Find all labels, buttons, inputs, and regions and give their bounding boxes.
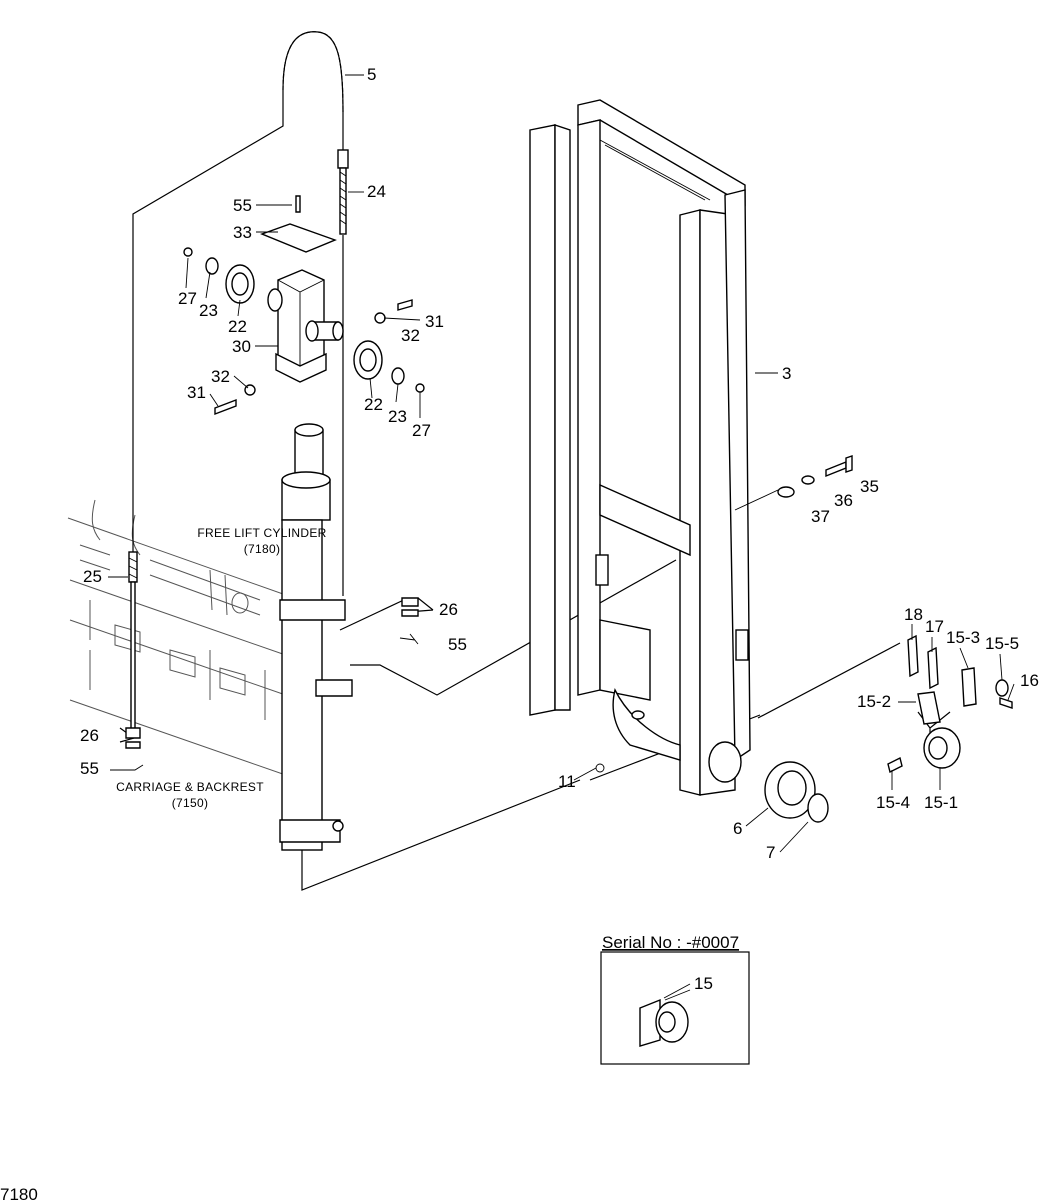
callout-6: 6	[733, 819, 742, 838]
callout-35: 35	[860, 477, 879, 496]
callout-23: 23	[388, 407, 407, 426]
callout-11: 11	[558, 772, 576, 791]
callout-37: 37	[811, 507, 830, 526]
free-lift-cylinder-title: FREE LIFT CYLINDER	[197, 526, 326, 540]
callout-15-5: 15-5	[985, 634, 1019, 653]
carriage-background-sketch	[67, 499, 301, 781]
callout-55: 55	[80, 759, 99, 778]
callout-15-1: 15-1	[924, 793, 958, 812]
callout-22: 22	[228, 317, 247, 336]
callout-22: 22	[364, 395, 383, 414]
roller-bearing	[764, 761, 829, 823]
callout-33: 33	[233, 223, 252, 242]
callout-31: 31	[425, 312, 444, 331]
callout-15: 15	[694, 974, 713, 993]
page-number: 7180	[0, 1185, 38, 1200]
callout-15-3: 15-3	[946, 628, 980, 647]
callout-26: 26	[80, 726, 99, 745]
outer-mast	[529, 99, 751, 796]
callout-15-2: 15-2	[857, 692, 891, 711]
callout-labels: 5 24 55 33 27 23 22 30 31 32 32 31 22 23…	[80, 65, 1039, 993]
callout-32: 32	[211, 367, 230, 386]
callout-23: 23	[199, 301, 218, 320]
callout-18: 18	[904, 605, 923, 624]
chain-anchor-bolt	[337, 149, 349, 235]
mast-bolt-washers	[777, 455, 853, 498]
callout-27: 27	[412, 421, 431, 440]
callout-3: 3	[782, 364, 791, 383]
free-lift-cylinder-ref: (7180)	[244, 542, 281, 556]
callout-16: 16	[1020, 671, 1039, 690]
callout-55: 55	[233, 196, 252, 215]
lift-chain	[282, 31, 344, 113]
carriage-backrest-ref: (7150)	[172, 796, 209, 810]
chain-wheel-bracket-assembly	[183, 195, 425, 416]
callout-leaders	[108, 74, 1015, 999]
callout-26: 26	[439, 600, 458, 619]
serial-inset	[600, 951, 750, 1065]
callout-31: 31	[187, 383, 206, 402]
callout-30: 30	[232, 337, 251, 356]
callout-5: 5	[367, 65, 376, 84]
callout-17: 17	[925, 617, 944, 636]
callout-25: 25	[83, 567, 102, 586]
side-roller-assembly	[887, 634, 1013, 774]
reference-notes: FREE LIFT CYLINDER (7180) CARRIAGE & BAC…	[116, 526, 326, 810]
nut-and-pin-group	[399, 597, 419, 645]
serial-number-label: Serial No : -#0007	[602, 933, 739, 952]
callout-27: 27	[178, 289, 197, 308]
carriage-backrest-title: CARRIAGE & BACKREST	[116, 780, 264, 794]
callout-36: 36	[834, 491, 853, 510]
callout-24: 24	[367, 182, 386, 201]
callout-55: 55	[448, 635, 467, 654]
callout-32: 32	[401, 326, 420, 345]
callout-15-4: 15-4	[876, 793, 910, 812]
callout-7: 7	[766, 843, 775, 862]
stud-bolt	[110, 551, 144, 771]
free-lift-cylinder	[279, 423, 353, 851]
